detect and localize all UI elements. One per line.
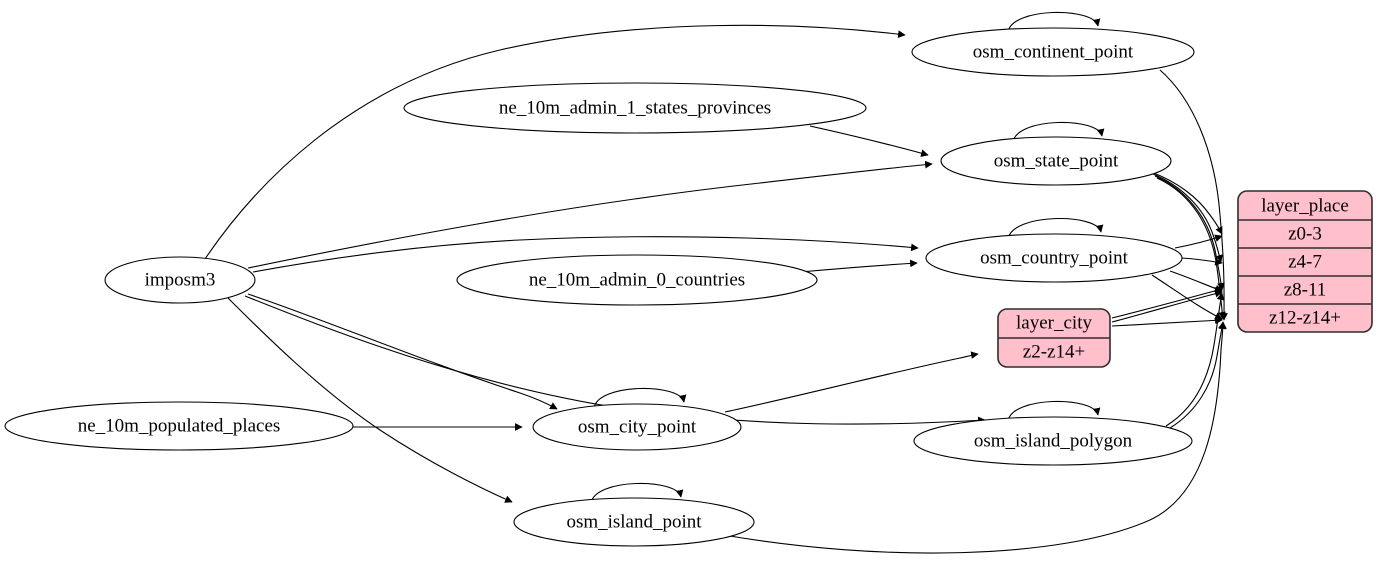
node-shape-osm_continent_point[interactable] bbox=[911, 27, 1195, 77]
node-shape-ne_10m_populated_places[interactable] bbox=[4, 401, 354, 451]
edge-imposm3-to-osm_state_point bbox=[247, 160, 933, 269]
edge-imposm3-to-osm_continent_point bbox=[204, 24, 906, 260]
node-imposm3[interactable]: imposm3 bbox=[104, 256, 256, 304]
edge-ne_10m_admin_1_states_provinces-to-osm_state_point bbox=[809, 125, 929, 157]
node-osm_island_point[interactable]: osm_island_point bbox=[513, 497, 755, 547]
edge-self-loop-osm_country_point bbox=[1007, 218, 1104, 240]
node-label-ne_10m_admin_1_states_provinces: ne_10m_admin_1_states_provinces bbox=[499, 97, 771, 118]
edge-self-loop-osm_island_polygon bbox=[1007, 400, 1101, 422]
edge-osm_state_point-to-layer_place-z8-11 bbox=[1154, 175, 1225, 291]
edge-osm_country_point-to-layer_place-z12 bbox=[1151, 274, 1223, 320]
edge-osm_country_point-to-layer_place-z4-7 bbox=[1181, 257, 1223, 266]
edge-layer bbox=[204, 11, 1228, 554]
node-osm_state_point[interactable]: osm_state_point bbox=[940, 136, 1172, 186]
edge-imposm3-to-osm_island_point bbox=[227, 297, 513, 503]
node-ne_10m_admin_1_states_provinces[interactable]: ne_10m_admin_1_states_provinces bbox=[403, 82, 867, 134]
record-row-z4-7[interactable]: z4-7 bbox=[1288, 251, 1322, 272]
node-label-ne_10m_admin_0_countries: ne_10m_admin_0_countries bbox=[529, 269, 745, 290]
edge-self-loop-osm_city_point bbox=[593, 387, 687, 409]
node-label-osm_island_polygon: osm_island_polygon bbox=[974, 430, 1133, 451]
edge-layer_city-to-layer_place-z12 bbox=[1111, 316, 1223, 327]
node-shape-osm_island_point[interactable] bbox=[513, 497, 755, 547]
node-osm_continent_point[interactable]: osm_continent_point bbox=[911, 27, 1195, 77]
edge-self-loop-osm_continent_point bbox=[1007, 11, 1101, 33]
node-label-osm_country_point: osm_country_point bbox=[980, 247, 1128, 268]
record-title-layer_city: layer_city bbox=[1016, 312, 1092, 333]
record-title-layer_place: layer_place bbox=[1261, 195, 1349, 216]
node-label-osm_island_point: osm_island_point bbox=[566, 511, 702, 532]
edge-osm_state_point-to-layer_place-z4-7 bbox=[1152, 173, 1223, 263]
node-osm_city_point[interactable]: osm_city_point bbox=[532, 403, 742, 451]
edge-osm_island_polygon-to-layer_place-z12 bbox=[1169, 321, 1226, 429]
edge-osm_state_point-to-layer_place-z0-3 bbox=[1150, 171, 1223, 235]
edge-self-loop-osm_island_point bbox=[590, 482, 684, 504]
edge-osm_city_point-to-layer_city bbox=[724, 351, 979, 413]
node-ne_10m_populated_places[interactable]: ne_10m_populated_places bbox=[4, 401, 354, 451]
node-label-ne_10m_populated_places: ne_10m_populated_places bbox=[78, 415, 281, 436]
node-layer: imposm3 ne_10m_populated_places ne_10m_a… bbox=[4, 27, 1195, 547]
node-shape-ne_10m_admin_0_countries[interactable] bbox=[456, 254, 818, 306]
edge-layer_city-to-layer_place-z8-11-b bbox=[1111, 287, 1223, 319]
node-label-imposm3: imposm3 bbox=[145, 269, 216, 290]
node-label-osm_city_point: osm_city_point bbox=[578, 416, 697, 437]
edge-self-loop-osm_state_point bbox=[1012, 121, 1105, 143]
record-row-z8-11[interactable]: z8-11 bbox=[1284, 279, 1327, 300]
edge-imposm3-to-osm_country_point bbox=[252, 236, 919, 273]
node-shape-osm_island_polygon[interactable] bbox=[913, 416, 1193, 466]
edge-ne_10m_admin_0_countries-to-osm_country_point bbox=[799, 259, 918, 273]
node-shape-osm_city_point[interactable] bbox=[532, 403, 742, 451]
node-label-osm_continent_point: osm_continent_point bbox=[973, 41, 1134, 62]
node-label-osm_state_point: osm_state_point bbox=[994, 150, 1119, 171]
node-osm_island_polygon[interactable]: osm_island_polygon bbox=[913, 416, 1193, 466]
edge-osm_island_point-to-layer_place-z12 bbox=[723, 321, 1227, 554]
record-row-z2-z14plus[interactable]: z2-z14+ bbox=[1023, 341, 1085, 362]
node-shape-osm_state_point[interactable] bbox=[940, 136, 1172, 186]
record-box-layer_place[interactable] bbox=[1237, 190, 1373, 333]
record-row-z12-z14plus[interactable]: z12-z14+ bbox=[1269, 307, 1341, 328]
edge-layer_city-to-layer_place-z8-11 bbox=[1111, 289, 1223, 323]
edge-osm_country_point-to-layer_place-z0-3 bbox=[1174, 234, 1223, 249]
record-row-z0-3[interactable]: z0-3 bbox=[1288, 223, 1322, 244]
record-node-layer_place[interactable]: layer_place z0-3 z4-7 z8-11 z12-z14+ bbox=[1237, 190, 1373, 333]
record-node-layer_city[interactable]: layer_city z2-z14+ bbox=[997, 308, 1111, 368]
node-ne_10m_admin_0_countries[interactable]: ne_10m_admin_0_countries bbox=[456, 254, 818, 306]
node-osm_country_point[interactable]: osm_country_point bbox=[925, 233, 1183, 283]
node-shape-osm_country_point[interactable] bbox=[925, 233, 1183, 283]
edge-osm_island_polygon-to-layer_place-z8-11 bbox=[1165, 292, 1225, 427]
node-shape-imposm3[interactable] bbox=[104, 256, 256, 304]
node-shape-ne_10m_admin_1_states_provinces[interactable] bbox=[403, 82, 867, 134]
